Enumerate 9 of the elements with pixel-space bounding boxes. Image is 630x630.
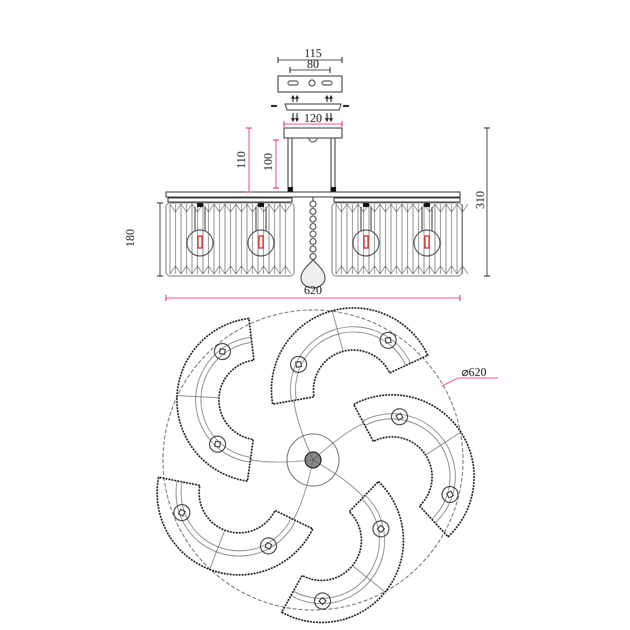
dimension-label: 180 (124, 229, 136, 247)
dimension-label: 115 (304, 47, 322, 59)
dimension-label: 100 (262, 153, 274, 171)
dimension-label: 120 (304, 112, 322, 124)
dimension-label: 80 (307, 58, 319, 70)
dimension-label: 310 (474, 191, 486, 209)
dimension-label: ⌀620 (462, 366, 486, 378)
dimension-label: 620 (304, 284, 322, 296)
dimension-label: 110 (235, 151, 247, 169)
